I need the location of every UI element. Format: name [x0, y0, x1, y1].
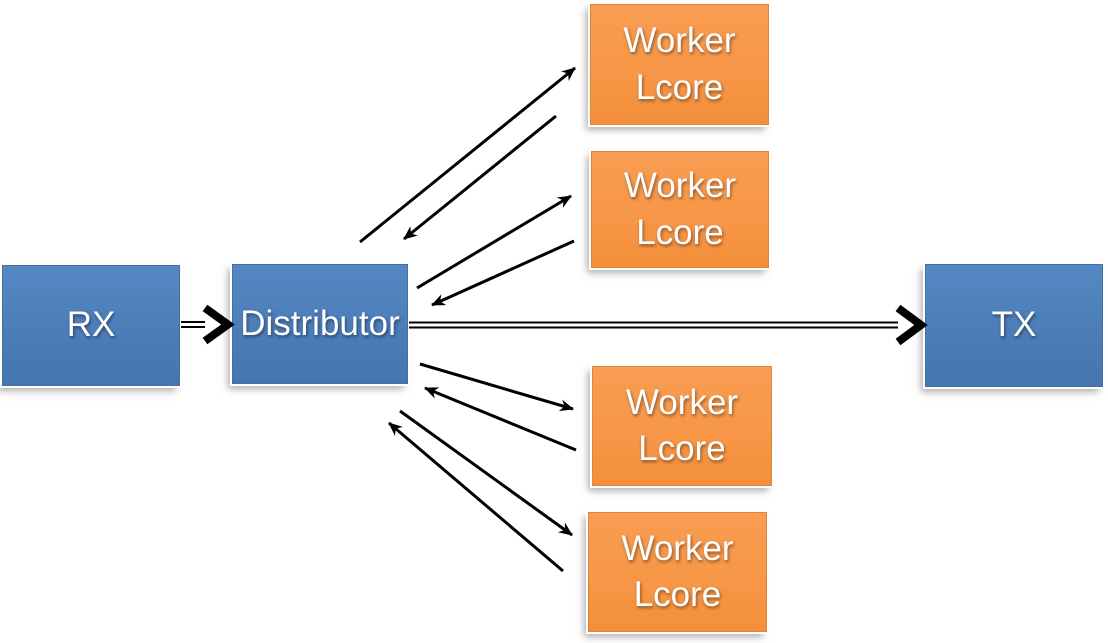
arrow-worker-1-to-distributor [403, 114, 557, 241]
tx-node: TX [925, 264, 1103, 387]
arrow-distributor-to-worker-3 [419, 362, 574, 412]
arrow-distributor-to-tx [409, 304, 928, 346]
rx-node: RX [2, 265, 180, 386]
arrow-rx-to-distributor [181, 304, 235, 345]
worker-lcore-node-2: Worker Lcore [591, 151, 769, 268]
arrow-worker-4-to-distributor [388, 421, 564, 573]
arrow-distributor-to-worker-4 [399, 409, 573, 537]
worker-lcore-node-1: Worker Lcore [590, 4, 769, 125]
arrow-worker-2-to-distributor [431, 239, 575, 307]
arrow-distributor-to-worker-2 [416, 194, 572, 290]
arrow-worker-3-to-distributor [424, 386, 577, 452]
distributor-node: Distributor [232, 264, 408, 384]
arrow-distributor-to-worker-1 [359, 66, 576, 244]
worker-lcore-node-3: Worker Lcore [592, 366, 772, 486]
worker-lcore-node-4: Worker Lcore [588, 512, 767, 632]
